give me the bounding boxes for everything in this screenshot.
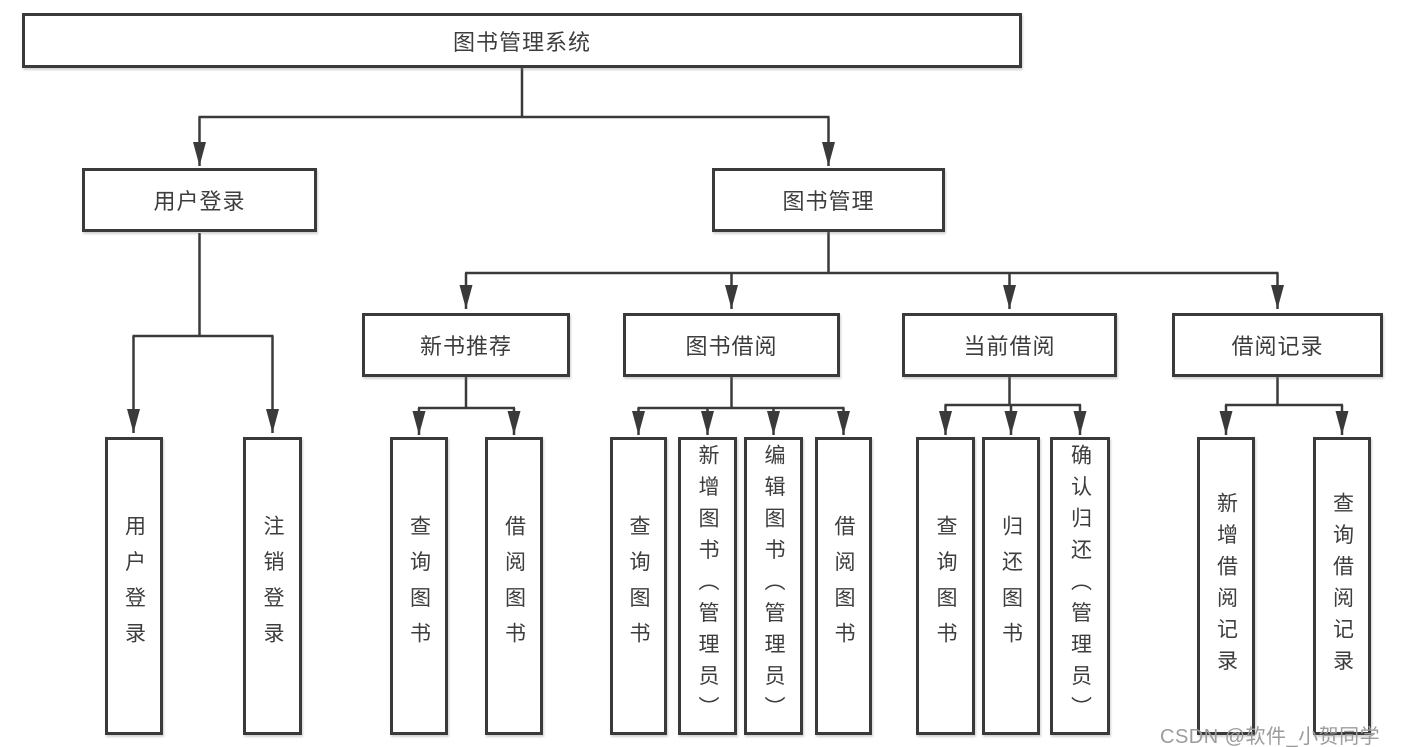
leaf-label: 借阅图书 <box>832 514 855 658</box>
leaf-records-add-record: 新增借阅记录 <box>1197 437 1255 735</box>
leaf-user-login: 用户登录 <box>105 437 163 735</box>
node-book-borrow: 图书借阅 <box>623 313 840 377</box>
node-book-management: 图书管理 <box>712 168 945 232</box>
node-user-login: 用户登录 <box>82 168 317 232</box>
csdn-watermark: CSDN @软件_小贺同学 <box>1160 726 1381 747</box>
leaf-label: 新增借阅记录 <box>1214 491 1238 681</box>
leaf-borrow-add-books-admin: 新增图书（管理员） <box>678 437 737 735</box>
node-borrow-records: 借阅记录 <box>1172 313 1383 377</box>
leaf-label: 查询图书 <box>407 514 431 658</box>
leaf-label: 查询图书 <box>934 514 957 658</box>
leaf-logout-login: 注销登录 <box>243 437 302 735</box>
leaf-borrow-borrow-books: 借阅图书 <box>815 437 872 735</box>
node-new-book-recommend: 新书推荐 <box>362 313 570 377</box>
node-current-borrow: 当前借阅 <box>902 313 1117 377</box>
leaf-label: 查询借阅记录 <box>1330 491 1354 681</box>
leaf-label: 用户登录 <box>122 514 146 658</box>
leaf-newbook-query-books: 查询图书 <box>390 437 448 735</box>
leaf-label: 确认归还（管理员） <box>1068 444 1092 728</box>
node-library-system: 图书管理系统 <box>22 13 1022 68</box>
leaf-label: 新增图书（管理员） <box>696 444 719 728</box>
leaf-label: 借阅图书 <box>502 514 526 658</box>
leaf-current-query-books: 查询图书 <box>916 437 975 735</box>
leaf-borrow-query-books: 查询图书 <box>610 437 667 735</box>
leaf-label: 归还图书 <box>999 514 1023 658</box>
leaf-records-query-record: 查询借阅记录 <box>1313 437 1371 735</box>
leaf-current-return-books: 归还图书 <box>982 437 1040 735</box>
leaf-label: 编辑图书（管理员） <box>762 444 785 728</box>
leaf-borrow-edit-books-admin: 编辑图书（管理员） <box>744 437 803 735</box>
leaf-label: 注销登录 <box>261 514 284 658</box>
leaf-label: 查询图书 <box>627 514 650 658</box>
leaf-newbook-borrow-books: 借阅图书 <box>485 437 543 735</box>
leaf-current-confirm-return-admin: 确认归还（管理员） <box>1050 437 1110 735</box>
